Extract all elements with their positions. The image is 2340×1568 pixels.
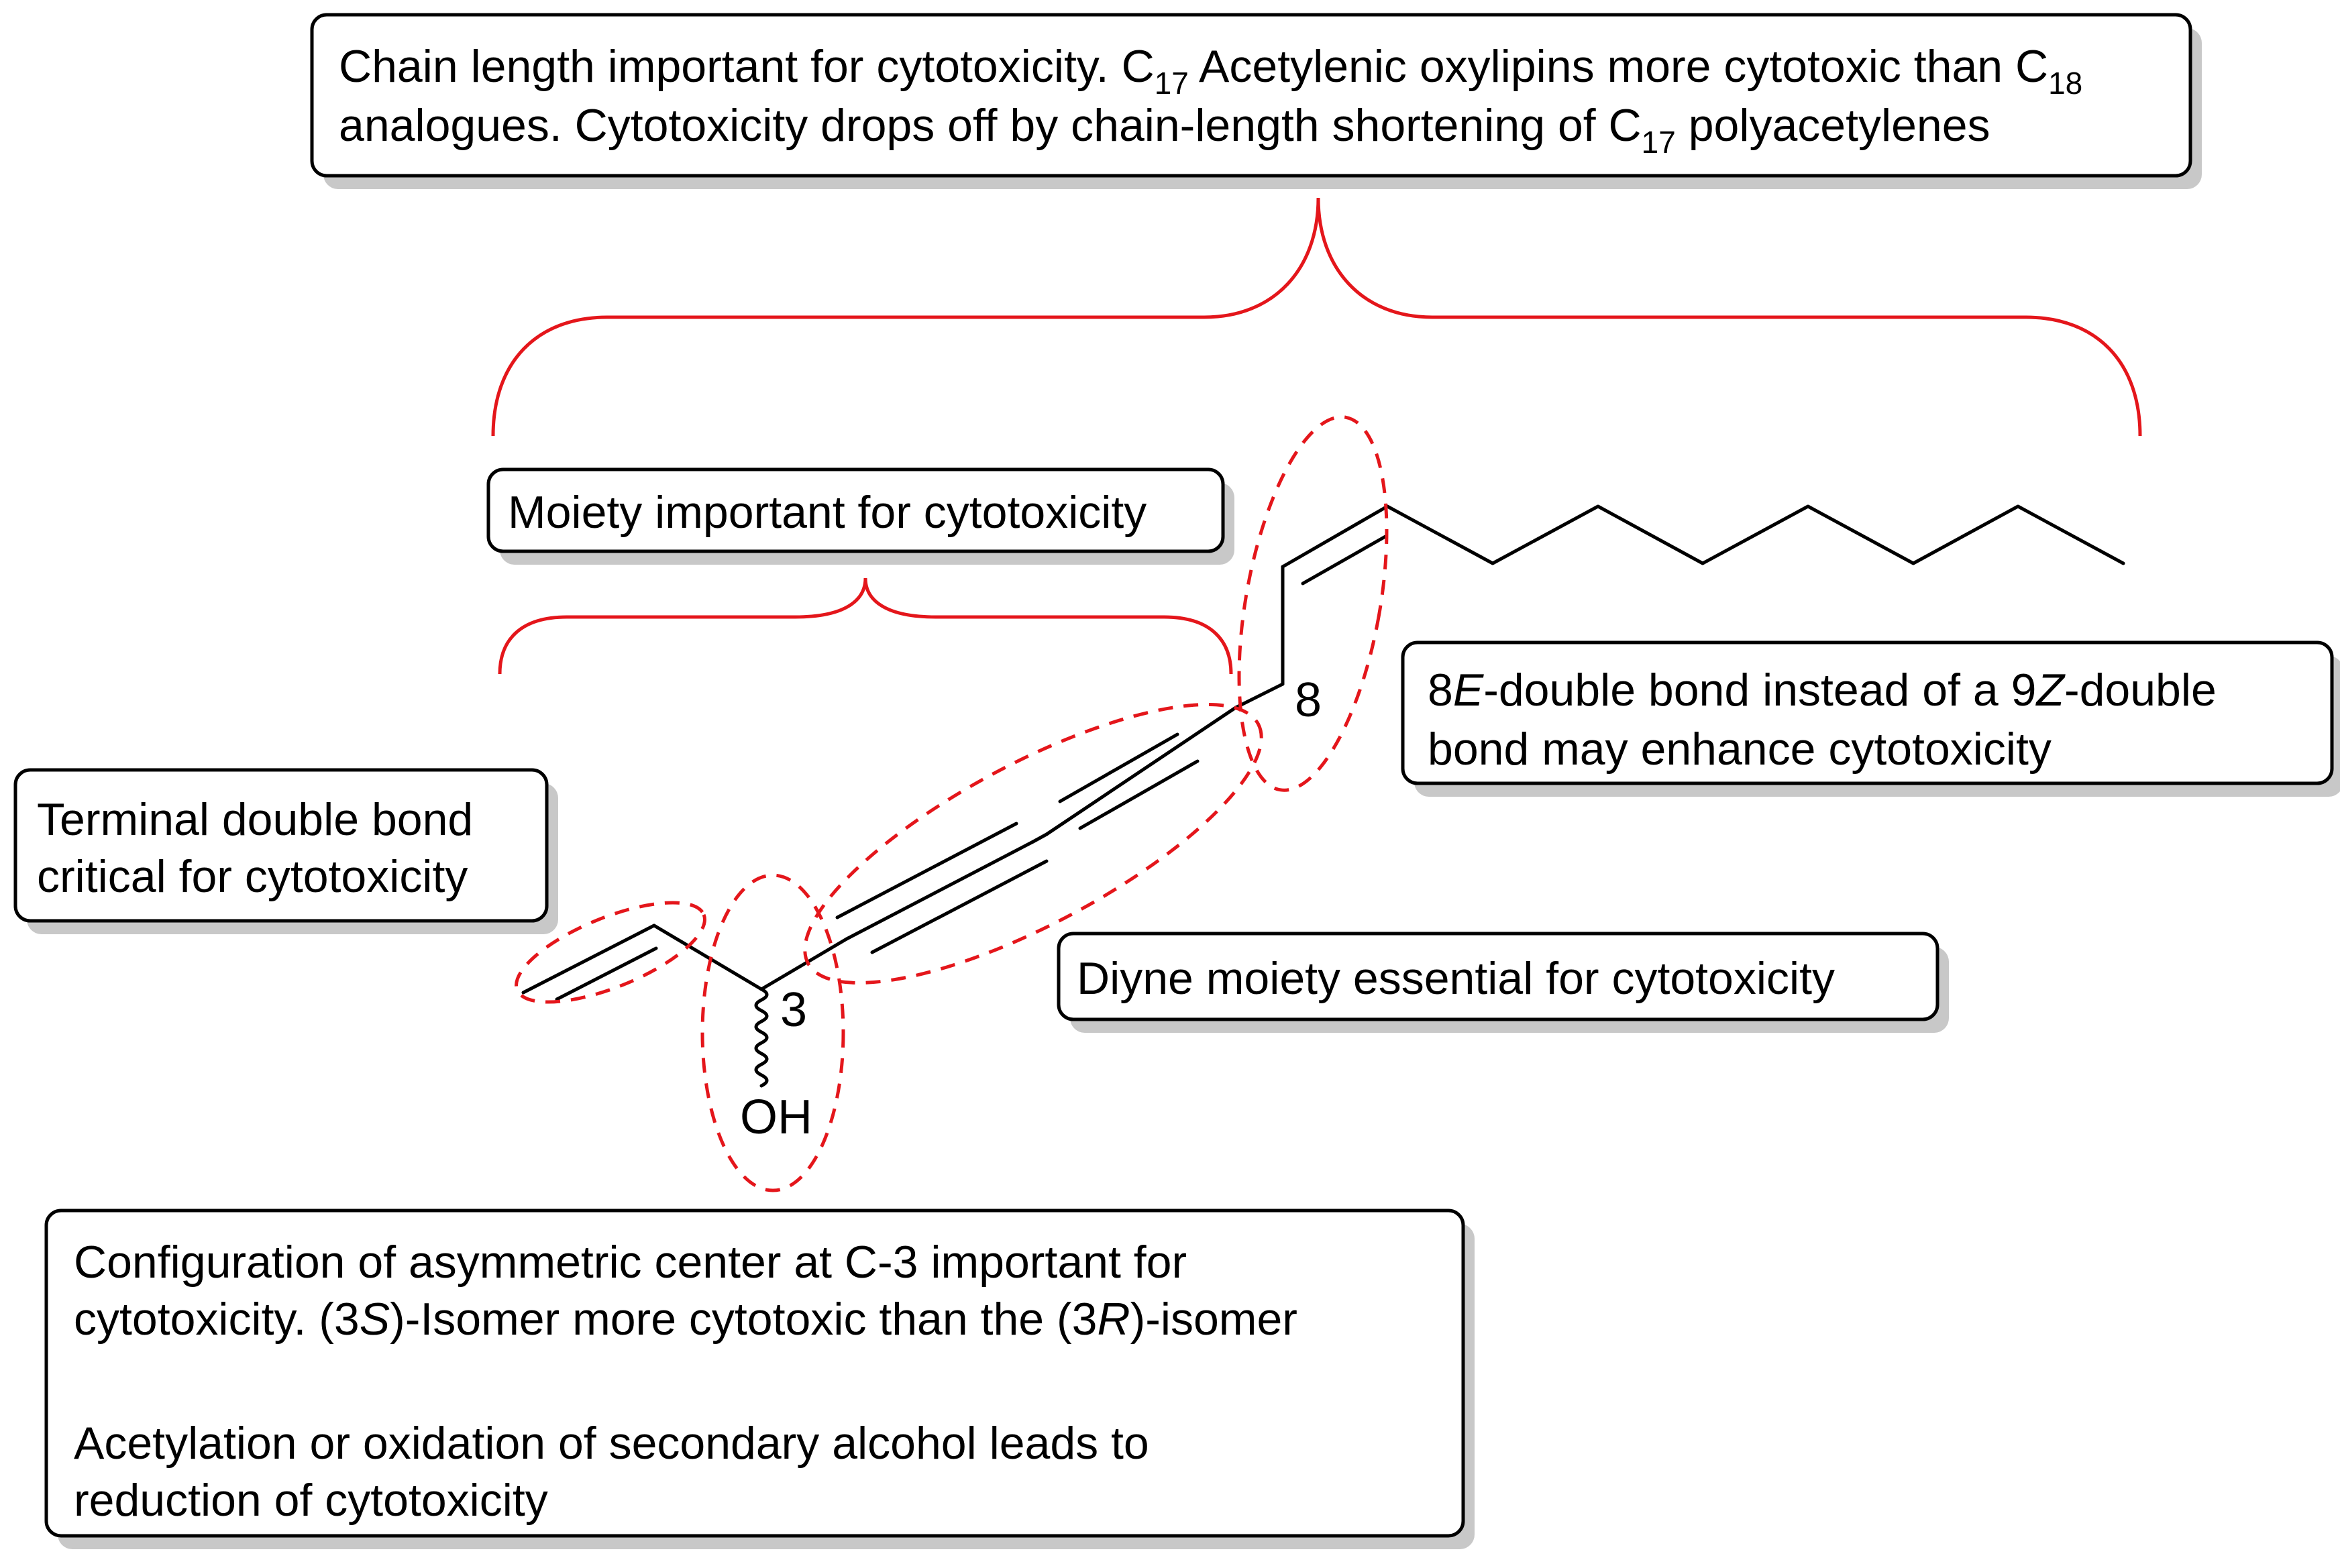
bond-c2-c3 <box>652 923 763 991</box>
double-bond-line1: 8E-double bond instead of a 9Z-double <box>1428 665 2217 716</box>
molecule-structure <box>521 504 2125 1088</box>
configuration-line3: Acetylation or oxidation of secondary al… <box>74 1418 1149 1469</box>
triple-bond-1-upper <box>835 822 1018 919</box>
bond-c9-c10-double <box>1281 504 1389 569</box>
diyne-annotation: Diyne moiety essential for cytotoxicity <box>1057 932 1949 1033</box>
locant-c8: 8 <box>1295 673 1322 727</box>
configuration-line1: Configuration of asymmetric center at C-… <box>74 1237 1187 1288</box>
alkyl-chain <box>1385 504 2125 565</box>
terminal-annotation: Terminal double bond critical for cytoto… <box>13 768 558 934</box>
moiety-text: Moiety important for cytotoxicity <box>508 487 1147 538</box>
triple-bond-2-center <box>1045 706 1238 836</box>
configuration-annotation: Configuration of asymmetric center at C-… <box>44 1209 1475 1549</box>
double-bond-line2: bond may enhance cytotoxicity <box>1428 724 2052 775</box>
terminal-line1: Terminal double bond <box>37 794 473 845</box>
chain-length-line2: analogues. Cytotoxicity drops off by cha… <box>339 100 1990 160</box>
bond-c1-c2-double <box>521 923 656 995</box>
configuration-line4: reduction of cytotoxicity <box>74 1475 548 1526</box>
diyne-text: Diyne moiety essential for cytotoxicity <box>1077 953 1835 1004</box>
bond-diyne-single <box>1031 832 1049 844</box>
locant-c3: 3 <box>780 983 807 1037</box>
wavy-stereo-bond <box>754 987 769 1088</box>
triple-bond-1-center <box>845 840 1035 941</box>
double-bond-highlight <box>1237 415 1389 792</box>
terminal-double-bond-highlight <box>515 901 706 1004</box>
bond-c9-c10-double-inner <box>1301 535 1387 585</box>
moiety-annotation: Moiety important for cytotoxicity <box>486 467 1234 565</box>
moiety-brace <box>498 577 1233 675</box>
triple-bond-1-lower <box>870 859 1049 954</box>
triple-bond-2-lower <box>1078 759 1200 830</box>
diyne-highlight <box>803 703 1263 985</box>
chain-length-annotation: Chain length important for cytotoxicity.… <box>310 13 2202 189</box>
bond-c7-c8 <box>1234 682 1285 710</box>
bond-c3-c4 <box>759 937 849 991</box>
triple-bond-2-upper <box>1058 732 1179 803</box>
stereocenter-highlight <box>700 873 845 1192</box>
chain-length-line1: Chain length important for cytotoxicity.… <box>339 41 2082 101</box>
oh-label: OH <box>740 1090 812 1144</box>
chain-length-brace <box>491 197 2142 437</box>
terminal-line2: critical for cytotoxicity <box>37 851 468 902</box>
bond-c1-c2-double-inner <box>555 946 658 1001</box>
double-bond-annotation: 8E-double bond instead of a 9Z-double bo… <box>1401 640 2340 797</box>
configuration-line2: cytotoxicity. (3S)-Isomer more cytotoxic… <box>74 1294 1297 1345</box>
